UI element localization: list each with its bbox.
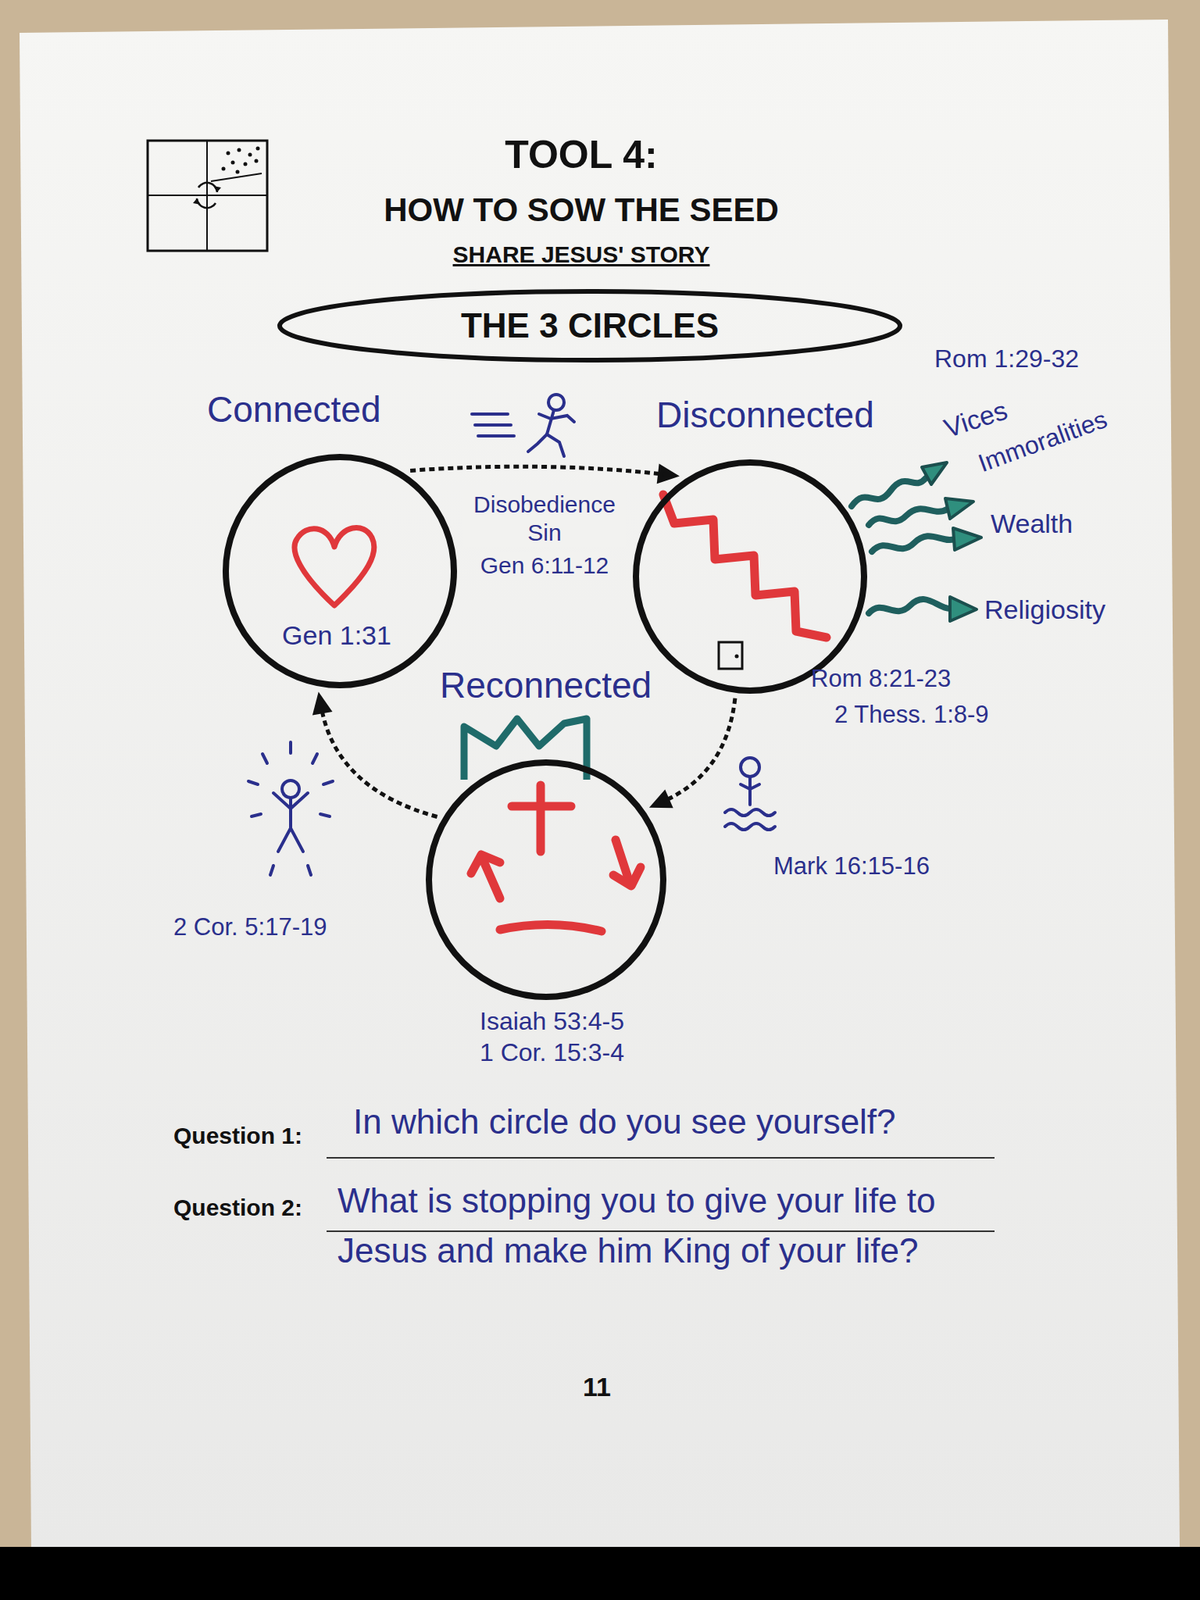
verse-ref: Mark 16:15-16 <box>773 851 930 881</box>
arrow-head <box>657 463 680 484</box>
node-outline <box>632 459 868 694</box>
branch-label: Religiosity <box>984 593 1106 626</box>
edge-label: Disobedience Sin <box>462 490 627 547</box>
verse-ref: 1 Cor. 15:3-4 <box>479 1037 625 1068</box>
dashed-line <box>663 698 736 802</box>
page-number: 11 <box>582 1371 611 1404</box>
circle-heading: Reconnected <box>439 664 652 708</box>
verse-ref: Gen 6:11-12 <box>480 551 610 580</box>
dashed-connector <box>410 463 680 484</box>
squiggly-arrows <box>851 478 955 614</box>
circle-heading: Connected <box>207 388 382 432</box>
branch-label: Wealth <box>990 507 1073 540</box>
answer-line <box>326 1157 995 1159</box>
arrow-heads <box>921 462 982 622</box>
connected-circle: ConnectedGen 1:31 <box>222 453 458 689</box>
dashed-line <box>410 466 665 475</box>
zigzag-symbol <box>663 494 827 638</box>
paper-sheet <box>19 19 1180 1547</box>
subtitle: HOW TO SOW THE SEED <box>383 190 779 230</box>
verse-ref: Gen 1:31 <box>282 619 392 652</box>
circle-outline <box>635 462 865 691</box>
circle-outline <box>428 762 664 997</box>
question-label: Question 2: <box>173 1193 303 1222</box>
verse-ref: 2 Thess. 1:8-9 <box>834 700 990 729</box>
celebrating-figure <box>248 742 333 875</box>
black-bar <box>0 1546 1200 1600</box>
running-figure <box>471 394 575 457</box>
question-label: Question 1: <box>173 1121 303 1150</box>
tool-icon <box>147 140 268 251</box>
cross-symbol <box>471 785 641 932</box>
circle-heading: Disconnected <box>656 393 875 437</box>
verse-ref: Rom 1:29-32 <box>934 343 1079 374</box>
crown-symbol <box>464 718 587 780</box>
node-outline <box>222 453 458 689</box>
oval-outline <box>279 291 900 361</box>
baptism-figure <box>725 757 775 830</box>
dashed-connector <box>649 698 736 809</box>
verse-ref: Isaiah 53:4-5 <box>479 1006 625 1036</box>
verse-ref: Rom 8:21-23 <box>810 664 951 693</box>
node-outline <box>425 759 667 1000</box>
question-answer: In which circle do you see yourself? <box>353 1101 897 1143</box>
door-symbol <box>718 642 743 669</box>
dashed-line <box>321 707 437 817</box>
disconnected-circle: Disconnected <box>632 459 868 694</box>
heart-symbol <box>294 528 375 607</box>
title-oval: THE 3 CIRCLES <box>277 289 903 363</box>
circle-outline <box>225 457 454 686</box>
dashed-connector <box>312 692 438 818</box>
verse-ref: 2 Cor. 5:17-19 <box>173 912 327 942</box>
reconnected-circle: Reconnected <box>425 759 667 1000</box>
page-title: TOOL 4: <box>504 131 658 179</box>
section-heading: SHARE JESUS' STORY <box>453 240 711 269</box>
node-label: THE 3 CIRCLES <box>460 305 719 347</box>
question-answer: What is stopping you to give your life t… <box>337 1175 1010 1276</box>
